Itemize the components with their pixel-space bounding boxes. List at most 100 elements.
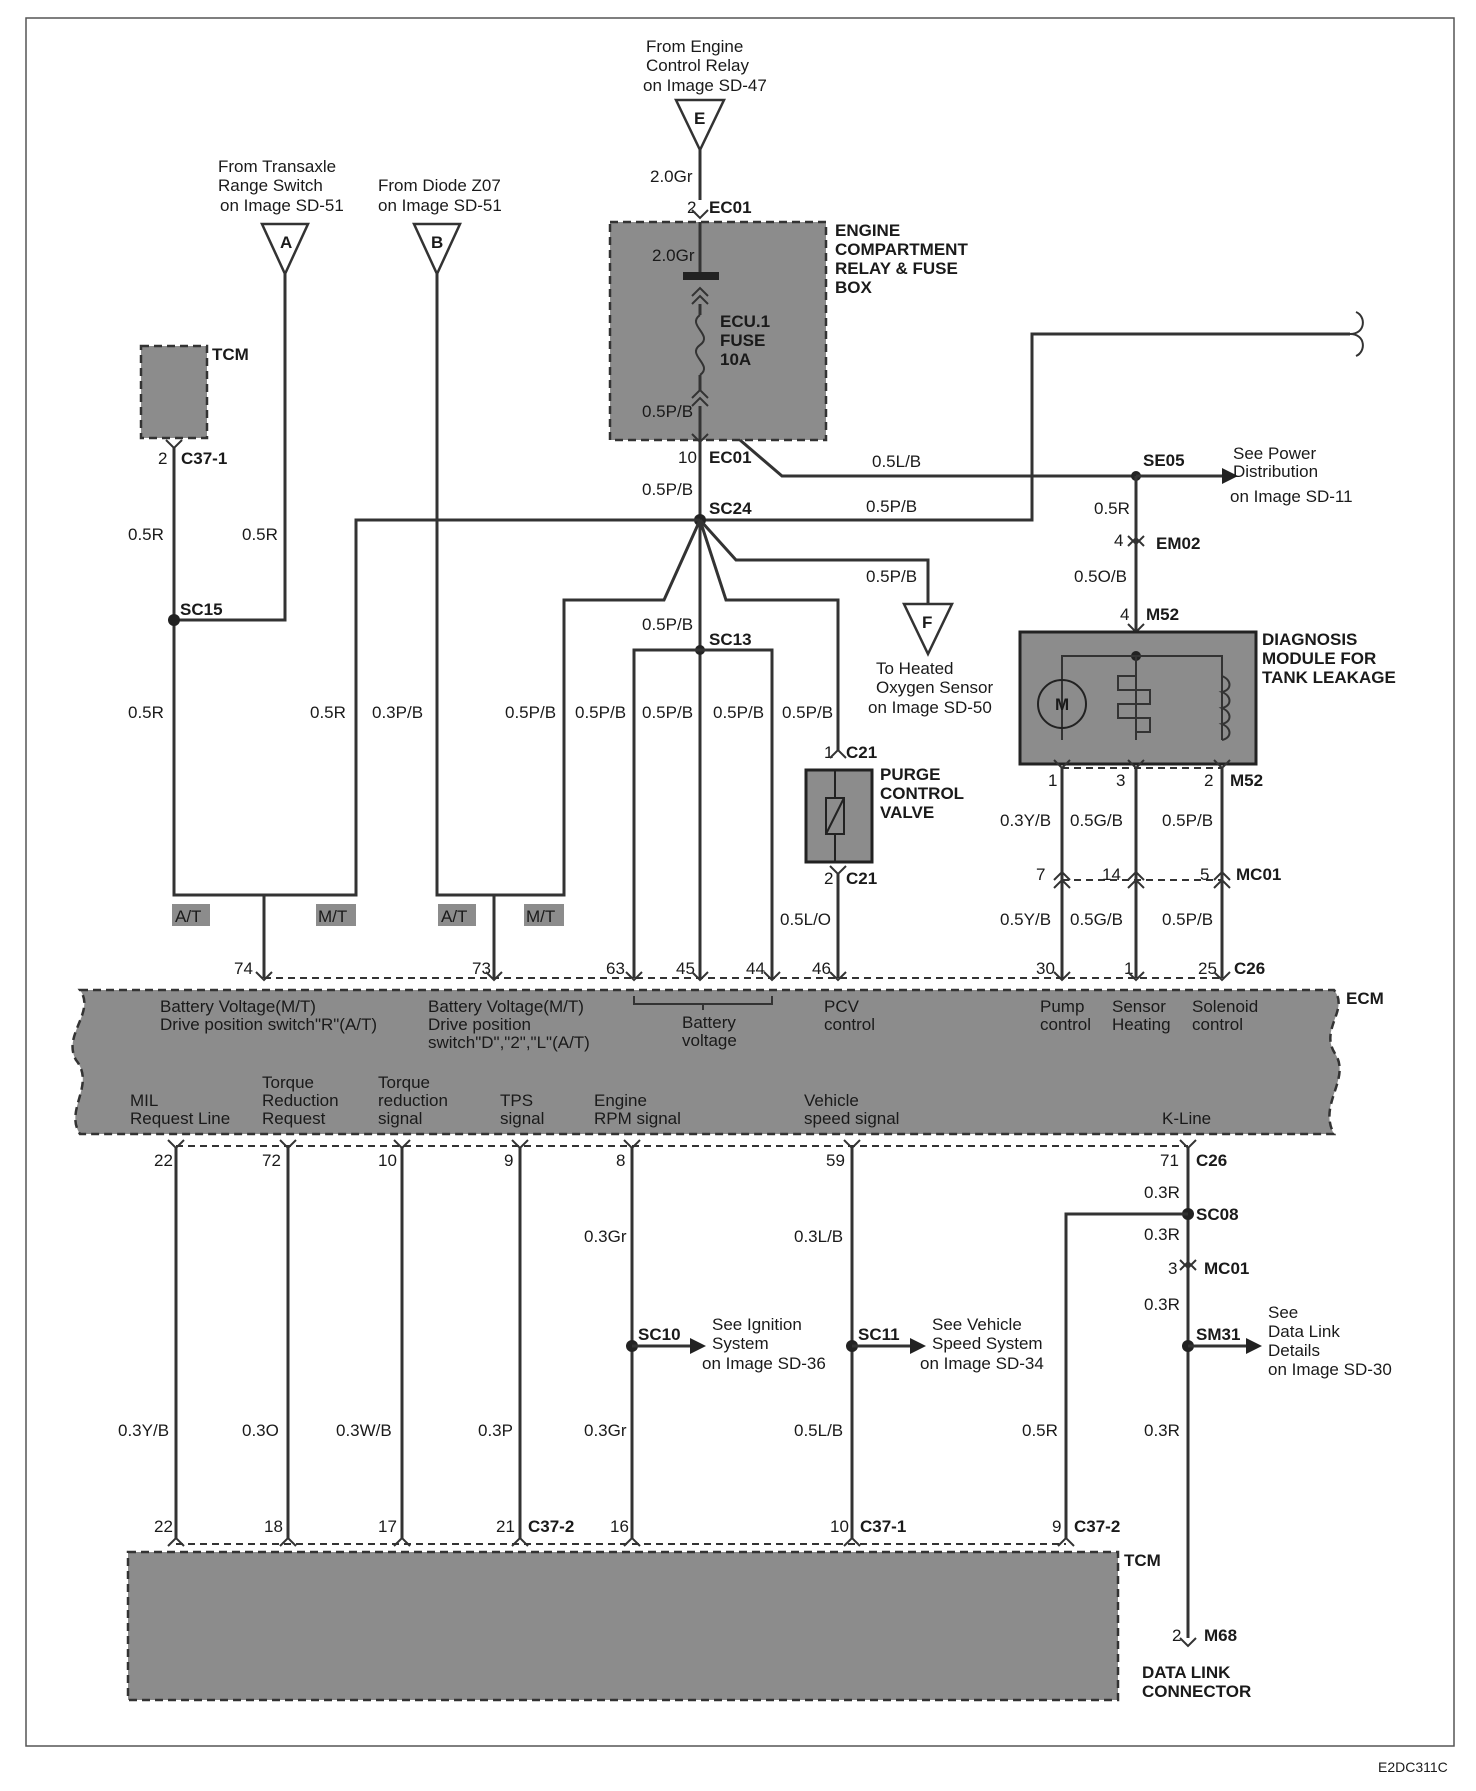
svg-text:MC01: MC01 (1236, 865, 1281, 884)
svg-text:SC08: SC08 (1196, 1205, 1239, 1224)
svg-text:EM02: EM02 (1156, 534, 1200, 553)
svg-text:0.3L/B: 0.3L/B (794, 1227, 843, 1246)
svg-text:0.5P/B: 0.5P/B (642, 402, 693, 421)
svg-text:on Image SD-51: on Image SD-51 (220, 196, 344, 215)
ref-B: From Diode Z07 on Image SD-51 B (378, 176, 502, 277)
svg-text:signal: signal (500, 1109, 544, 1128)
svg-text:M/T: M/T (318, 907, 347, 926)
svg-text:ECM: ECM (1346, 989, 1384, 1008)
ref-F: F To Heated Oxygen Sensor on Image SD-50 (868, 602, 994, 717)
svg-text:C26: C26 (1196, 1151, 1227, 1170)
svg-text:18: 18 (264, 1517, 283, 1536)
svg-text:M/T: M/T (526, 907, 555, 926)
tcm-bottom-module (126, 1550, 1120, 1702)
svg-text:F: F (922, 613, 932, 632)
svg-text:10: 10 (378, 1151, 397, 1170)
svg-text:0.5P/B: 0.5P/B (642, 615, 693, 634)
svg-text:Drive position: Drive position (428, 1015, 531, 1034)
svg-text:0.3R: 0.3R (1144, 1295, 1180, 1314)
svg-text:10: 10 (678, 448, 697, 467)
svg-text:DATA LINK: DATA LINK (1142, 1663, 1231, 1682)
svg-text:K-Line: K-Line (1162, 1109, 1211, 1128)
svg-text:21: 21 (496, 1517, 515, 1536)
svg-text:C21: C21 (846, 869, 877, 888)
svg-text:Data Link: Data Link (1268, 1322, 1340, 1341)
svg-text:Battery Voltage(M/T): Battery Voltage(M/T) (160, 997, 316, 1016)
svg-text:From Transaxle: From Transaxle (218, 157, 336, 176)
svg-text:RPM signal: RPM signal (594, 1109, 681, 1128)
svg-text:0.5P/B: 0.5P/B (642, 703, 693, 722)
svg-text:0.5P/B: 0.5P/B (866, 567, 917, 586)
fuse-icon (694, 314, 706, 376)
purge-valve-icon (825, 770, 845, 862)
svg-text:0.3W/B: 0.3W/B (336, 1421, 392, 1440)
svg-text:0.3P/B: 0.3P/B (372, 703, 423, 722)
svg-text:2.0Gr: 2.0Gr (652, 246, 695, 265)
svg-text:0.3P: 0.3P (478, 1421, 513, 1440)
svg-text:0.5R: 0.5R (1094, 499, 1130, 518)
svg-text:44: 44 (746, 959, 765, 978)
svg-text:DIAGNOSIS: DIAGNOSIS (1262, 630, 1357, 649)
svg-text:0.3Gr: 0.3Gr (584, 1227, 627, 1246)
svg-text:A: A (280, 233, 292, 252)
figure-code: E2DC311C (1378, 1759, 1448, 1775)
svg-text:signal: signal (378, 1109, 422, 1128)
svg-text:0.5P/B: 0.5P/B (642, 480, 693, 499)
svg-text:Sensor: Sensor (1112, 997, 1166, 1016)
ref-A: From Transaxle Range Switch on Image SD-… (218, 157, 344, 277)
svg-text:0.3Y/B: 0.3Y/B (1000, 811, 1051, 830)
svg-text:control: control (824, 1015, 875, 1034)
svg-text:on Image SD-50: on Image SD-50 (868, 698, 992, 717)
relay-box-label: ENGINE COMPARTMENT RELAY & FUSE BOX (835, 221, 968, 297)
svg-text:0.3O: 0.3O (242, 1421, 279, 1440)
svg-text:A/T: A/T (175, 907, 201, 926)
svg-text:2: 2 (158, 449, 167, 468)
svg-text:16: 16 (610, 1517, 629, 1536)
svg-text:Heating: Heating (1112, 1015, 1171, 1034)
svg-text:Control Relay: Control Relay (646, 56, 749, 75)
svg-text:0.5P/B: 0.5P/B (1162, 910, 1213, 929)
svg-text:30: 30 (1036, 959, 1055, 978)
svg-text:C37-1: C37-1 (181, 449, 227, 468)
svg-text:See Ignition: See Ignition (712, 1315, 802, 1334)
svg-text:10: 10 (830, 1517, 849, 1536)
svg-text:on Image SD-34: on Image SD-34 (920, 1354, 1044, 1373)
svg-text:25: 25 (1198, 959, 1217, 978)
svg-text:0.5L/B: 0.5L/B (872, 452, 921, 471)
svg-text:on Image SD-30: on Image SD-30 (1268, 1360, 1392, 1379)
svg-text:Distribution: Distribution (1233, 462, 1318, 481)
svg-text:RELAY & FUSE: RELAY & FUSE (835, 259, 958, 278)
ecm-signal-labels: Battery Voltage(M/T) Drive position swit… (130, 996, 1258, 1128)
svg-text:MC01: MC01 (1204, 1259, 1249, 1278)
svg-text:SC10: SC10 (638, 1325, 681, 1344)
svg-text:Torque: Torque (378, 1073, 430, 1092)
svg-text:0.5L/B: 0.5L/B (794, 1421, 843, 1440)
ecm-module (71, 988, 1341, 1136)
engine-relay-fuse-box (608, 220, 828, 442)
svg-text:9: 9 (504, 1151, 513, 1170)
svg-text:Reduction: Reduction (262, 1091, 339, 1110)
motor-icon (1037, 679, 1087, 729)
svg-text:0.5R: 0.5R (128, 525, 164, 544)
svg-text:0.3R: 0.3R (1144, 1183, 1180, 1202)
purge-control-valve (804, 768, 874, 864)
svg-text:4: 4 (1114, 531, 1123, 550)
svg-text:71: 71 (1160, 1151, 1179, 1170)
svg-text:See Power: See Power (1233, 444, 1316, 463)
svg-text:Details: Details (1268, 1341, 1320, 1360)
svg-text:COMPARTMENT: COMPARTMENT (835, 240, 968, 259)
svg-text:on Image SD-36: on Image SD-36 (702, 1354, 826, 1373)
svg-text:System: System (712, 1334, 769, 1353)
svg-text:TPS: TPS (500, 1091, 533, 1110)
svg-text:on Image SD-51: on Image SD-51 (378, 196, 502, 215)
svg-text:22: 22 (154, 1151, 173, 1170)
svg-text:SC15: SC15 (180, 600, 223, 619)
svg-text:17: 17 (378, 1517, 397, 1536)
svg-text:14: 14 (1102, 865, 1121, 884)
svg-text:Range Switch: Range Switch (218, 176, 323, 195)
svg-text:To Heated: To Heated (876, 659, 954, 678)
svg-text:CONNECTOR: CONNECTOR (1142, 1682, 1251, 1701)
svg-text:7: 7 (1036, 865, 1045, 884)
svg-text:72: 72 (262, 1151, 281, 1170)
